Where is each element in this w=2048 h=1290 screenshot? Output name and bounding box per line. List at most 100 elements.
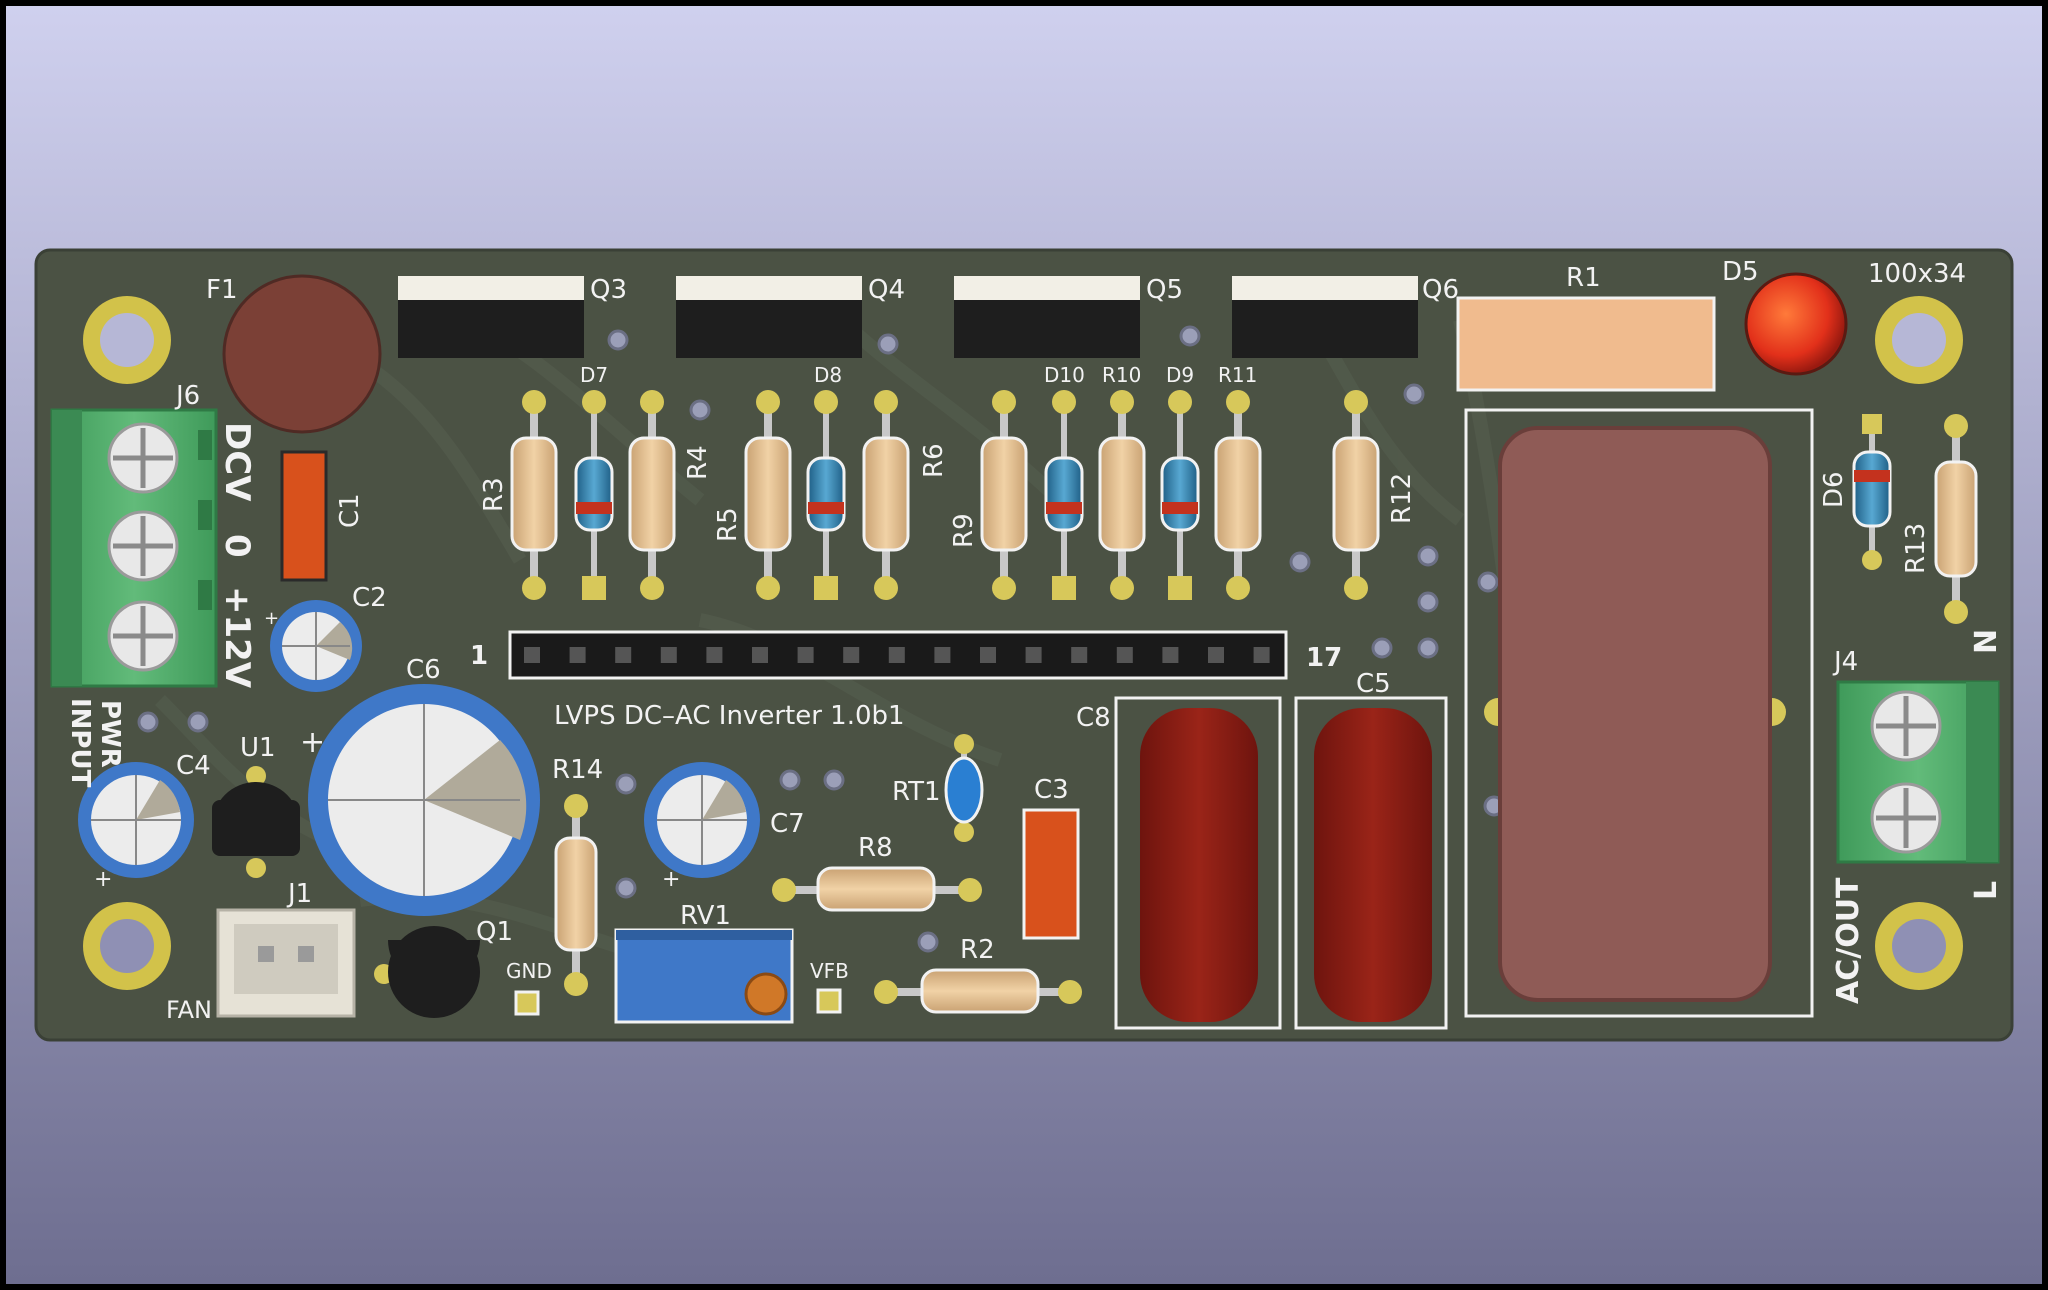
label-rv1: RV1 <box>680 901 731 931</box>
label-j4: J4 <box>1832 647 1858 677</box>
header-pin <box>843 647 860 663</box>
capacitor-c7 <box>644 762 760 878</box>
label-fan: FAN <box>166 996 212 1024</box>
header-pin <box>569 647 586 663</box>
axial-resistor <box>510 390 558 600</box>
header-pin <box>752 647 768 663</box>
led-d5 <box>1744 272 1848 376</box>
label-c1: C1 <box>335 493 365 528</box>
label-r6: R6 <box>919 443 949 478</box>
label-d9: D9 <box>1166 363 1194 387</box>
label-c2: C2 <box>352 583 387 613</box>
label-r12: R12 <box>1387 473 1417 524</box>
resistor-r1 <box>1456 296 1716 392</box>
mosfet-q3 <box>398 276 584 358</box>
transistor-q1 <box>374 926 480 1018</box>
label-vfb: VFB <box>810 959 849 983</box>
label-c4: C4 <box>176 751 211 781</box>
label-c6: C6 <box>406 655 441 685</box>
capacitor-c1 <box>280 450 328 582</box>
header-pin <box>797 647 814 663</box>
axial-diode <box>574 390 614 600</box>
regulator-u1 <box>212 766 300 878</box>
label-plus-c4: + <box>94 867 112 892</box>
label-j6: J6 <box>174 381 200 411</box>
testpoint-gnd <box>514 990 540 1016</box>
label-plus-c6: + <box>300 725 325 760</box>
axial-resistor <box>1098 390 1146 600</box>
label-q4: Q4 <box>868 275 905 305</box>
resistor-r8 <box>772 866 982 912</box>
label-n: N <box>1969 629 2004 654</box>
label-q1: Q1 <box>476 917 513 947</box>
label-input: INPUT <box>65 698 95 788</box>
header-pin <box>1116 647 1133 663</box>
board-size-label: 100x34 <box>1868 259 1966 289</box>
label-c3: C3 <box>1034 775 1069 805</box>
label-d6: D6 <box>1819 471 1849 508</box>
mosfet-q5 <box>954 276 1140 358</box>
label-r10: R10 <box>1102 363 1141 387</box>
mosfet-q6 <box>1232 276 1418 358</box>
capacitor-c2 <box>270 600 362 692</box>
label-f1: F1 <box>206 275 238 305</box>
header-pin <box>615 647 632 663</box>
label-r1: R1 <box>1566 263 1601 293</box>
vias <box>137 325 1505 953</box>
header-pin <box>1071 647 1088 663</box>
header-pin <box>934 647 951 663</box>
header-pin-1-label: 1 <box>470 641 488 671</box>
terminal-block-j4 <box>1836 680 2000 864</box>
axial-resistor <box>862 390 910 600</box>
header-pin-17-label: 17 <box>1306 643 1342 673</box>
label-l: L <box>1969 881 2004 900</box>
header-pin <box>524 647 540 663</box>
label-c7: C7 <box>770 809 805 839</box>
axial-resistor <box>1332 390 1380 600</box>
label-r8: R8 <box>858 833 893 863</box>
axial-resistor <box>980 390 1028 600</box>
label-pwr: PWR <box>95 700 125 768</box>
label-c5: C5 <box>1356 669 1391 699</box>
label-r9: R9 <box>949 513 979 548</box>
axial-resistor <box>628 390 676 600</box>
label-r11: R11 <box>1218 363 1257 387</box>
label-r5: R5 <box>713 507 743 542</box>
axial-resistor <box>1214 390 1262 600</box>
label-dcv: DCV <box>217 422 257 502</box>
label-plus12v: +12V <box>217 586 257 689</box>
connector-j1 <box>216 908 356 1018</box>
fuse-f1 <box>222 274 382 434</box>
axial-diode <box>806 390 846 600</box>
terminal-block-j6 <box>50 408 218 688</box>
axial-diode <box>1044 390 1084 600</box>
axial-components <box>510 390 1380 600</box>
capacitor-c3 <box>1022 808 1080 940</box>
transformer <box>1464 408 1814 1018</box>
diode-d6 <box>1852 414 1892 570</box>
label-acout: AC/OUT <box>1831 877 1866 1004</box>
capacitor-c6 <box>308 684 540 916</box>
mosfet-q4 <box>676 276 862 358</box>
label-u1: U1 <box>240 733 276 763</box>
header-pin <box>1162 647 1179 663</box>
header-pin <box>1025 647 1042 663</box>
capacitor-c8 <box>1114 696 1282 1030</box>
header-pin <box>1208 647 1224 663</box>
label-rt1: RT1 <box>892 777 941 807</box>
label-r14: R14 <box>552 755 603 785</box>
label-d5: D5 <box>1722 257 1759 287</box>
header-pin <box>888 647 905 663</box>
header-pin <box>1253 647 1270 663</box>
axial-diode <box>1160 390 1200 600</box>
label-d7: D7 <box>580 363 608 387</box>
capacitor-c4 <box>78 762 194 878</box>
label-c8: C8 <box>1076 703 1111 733</box>
thermistor-rt1 <box>944 734 984 842</box>
header-pin <box>660 647 677 663</box>
resistor-r14 <box>554 794 598 996</box>
testpoint-vfb <box>816 988 842 1014</box>
board-title: LVPS DC–AC Inverter 1.0b1 <box>554 701 905 731</box>
